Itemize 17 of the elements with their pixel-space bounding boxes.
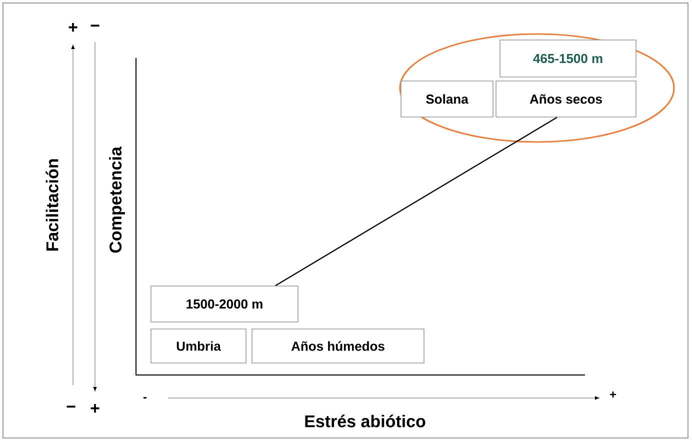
label-box: Umbria: [150, 328, 246, 364]
label-box: Años húmedos: [252, 328, 424, 364]
highlight-ellipse: [399, 33, 675, 143]
trend-line: [275, 116, 558, 286]
label-box: 465-1500 m: [500, 40, 636, 78]
sign-label: +: [68, 23, 78, 32]
axis-label: Competencia: [109, 146, 125, 253]
sign-label: −: [90, 24, 100, 27]
label-box: Solana: [400, 80, 494, 118]
sign-label: −: [66, 406, 76, 408]
label-box: Años secos: [496, 80, 636, 118]
axis-label: Facilitación: [46, 159, 58, 251]
label-box: 1500-2000 m: [150, 286, 298, 322]
sign-label: +: [90, 404, 100, 413]
sign-label: +: [610, 391, 616, 398]
axis-label: Estrés abiótico: [305, 414, 426, 428]
sign-label: -: [143, 397, 147, 399]
